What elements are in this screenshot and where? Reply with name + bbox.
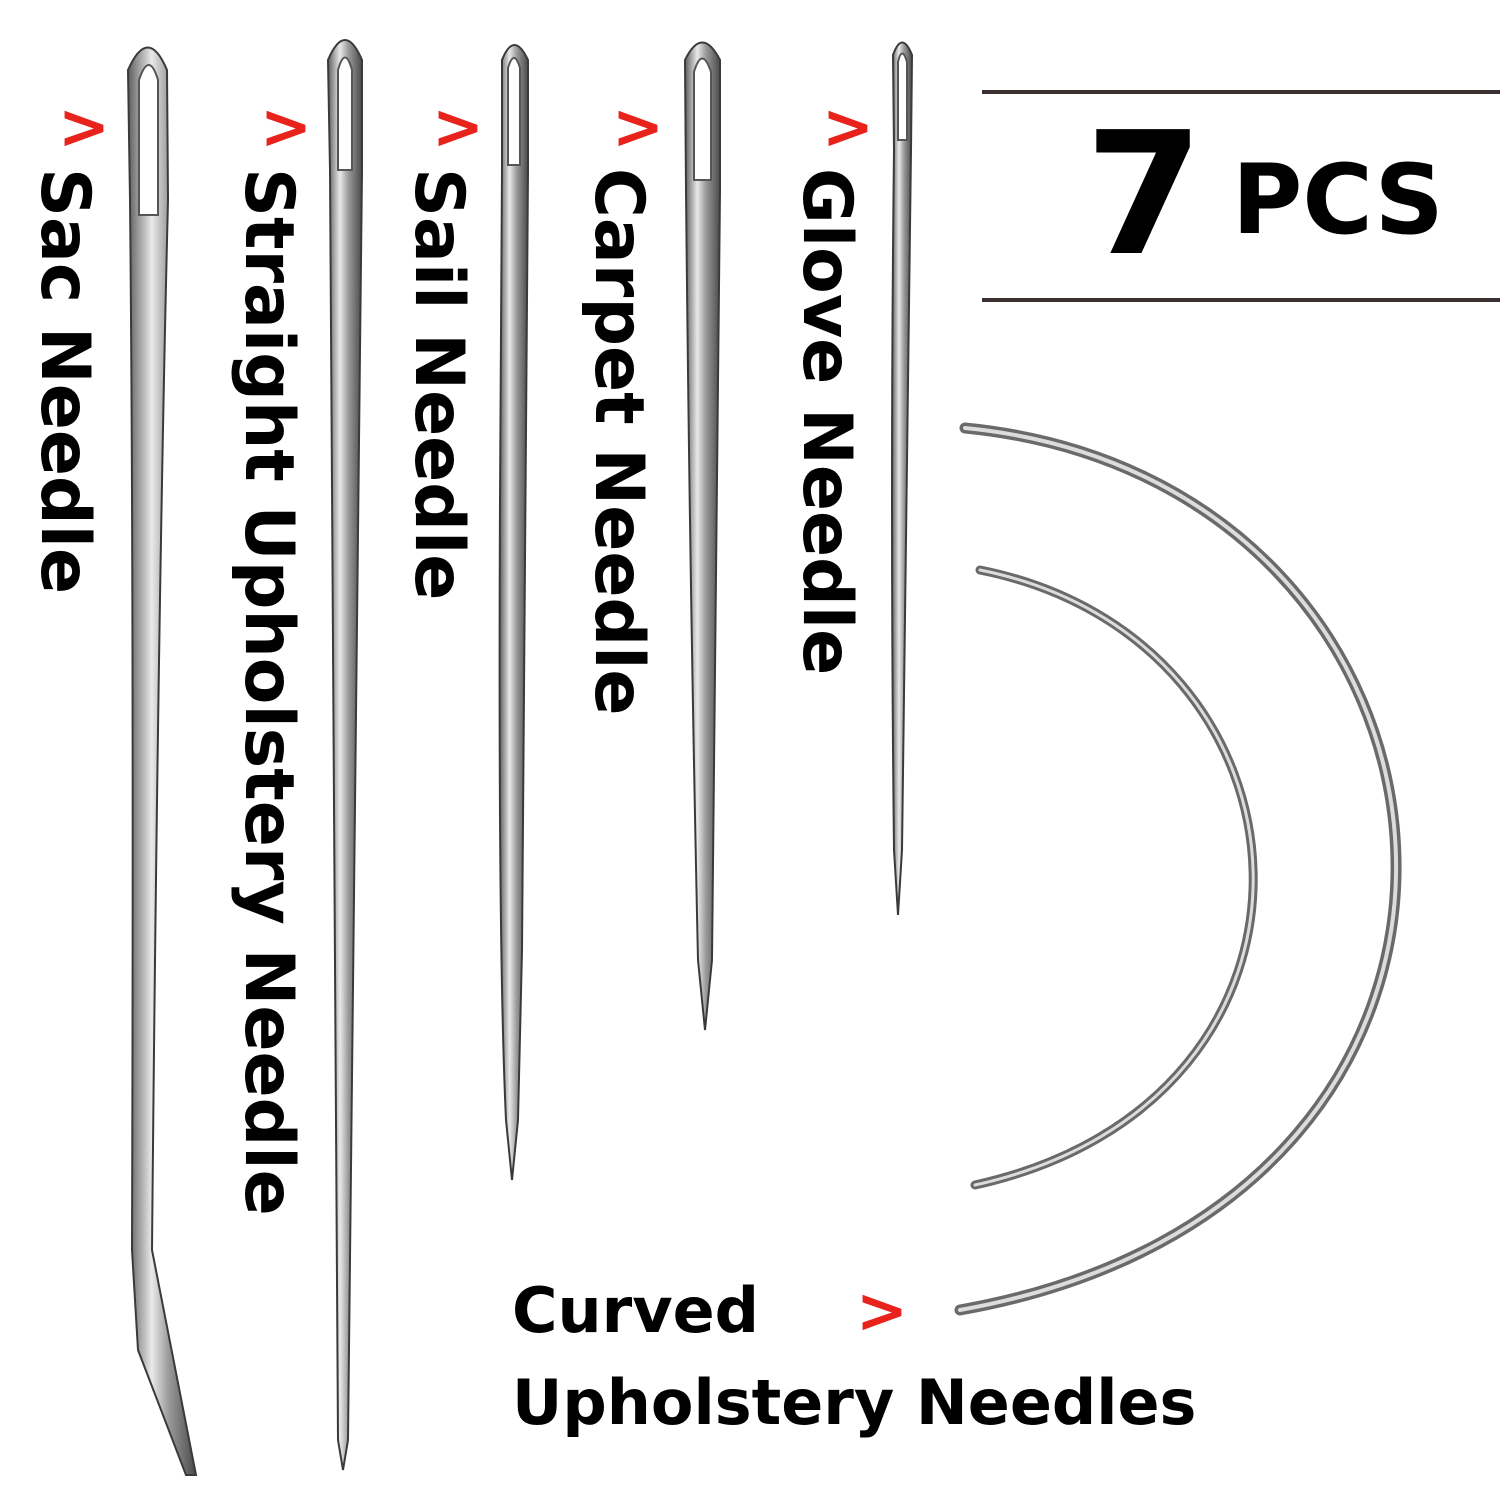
arrow-icon: > [260, 90, 312, 163]
needle-label: Glove Needle [787, 168, 866, 676]
arrow-icon: > [612, 90, 664, 163]
divider-top [982, 90, 1500, 94]
curved-label-line2: Upholstery Needles [512, 1366, 1197, 1439]
arrow-icon: > [822, 90, 874, 163]
needle-label: Carpet Needle [579, 168, 658, 716]
divider-bottom [982, 298, 1500, 302]
needle-label: Sac Needle [25, 168, 104, 595]
piece-unit: PCS [1232, 144, 1444, 256]
arrow-icon: > [58, 90, 110, 163]
needle-label: Straight Upholstery Needle [229, 168, 308, 1216]
carpet-needle-image [683, 41, 721, 1031]
curved-needles-image [954, 422, 1402, 1316]
straight-upholstery-needle-image [326, 39, 363, 1471]
arrow-icon: > [856, 1274, 908, 1347]
piece-count: 7 [1085, 96, 1204, 294]
sail-needle-image [498, 44, 529, 1181]
needle-label: Sail Needle [399, 168, 478, 601]
glove-needle-image [891, 41, 914, 916]
sac-needle-image [126, 46, 198, 1476]
curved-label-line1: Curved [512, 1274, 760, 1347]
arrow-icon: > [432, 90, 484, 163]
